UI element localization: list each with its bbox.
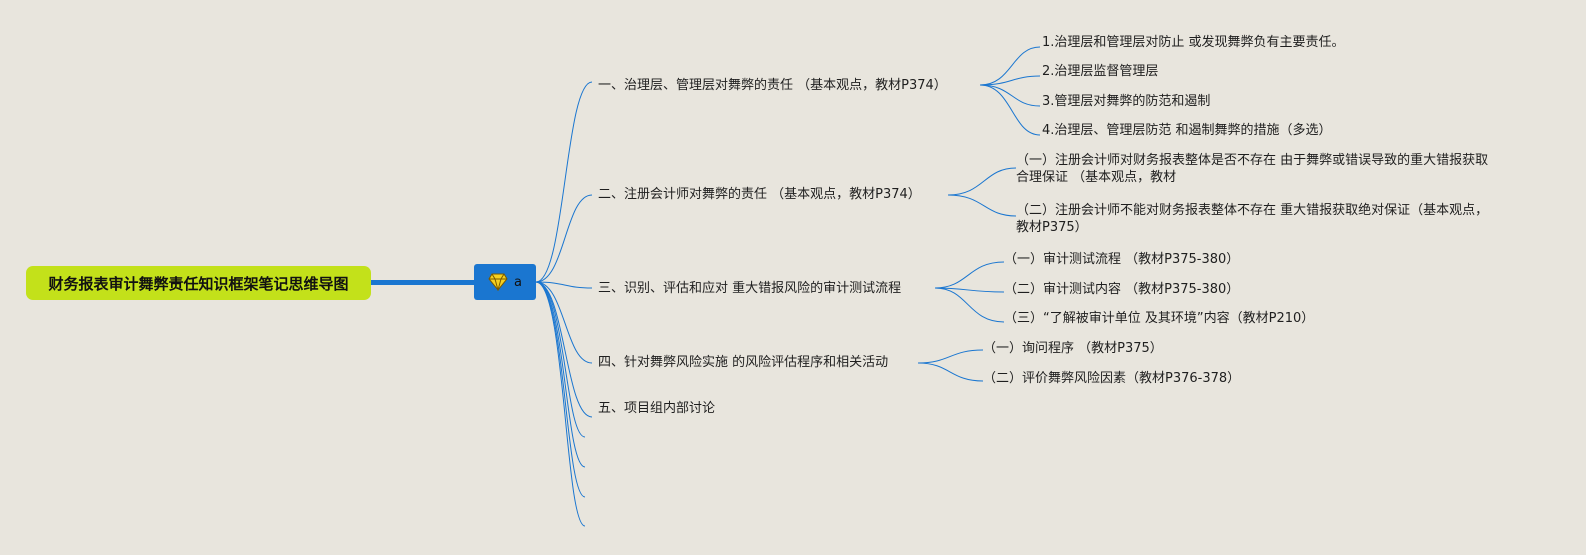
link-hub-empty-2 xyxy=(535,281,586,468)
link-b2-c2 xyxy=(947,194,1017,217)
branch-1-child-4[interactable]: 4.治理层、管理层防范 和遏制舞弊的措施（多选） xyxy=(1042,123,1332,138)
branch-1[interactable]: 一、治理层、管理层对舞弊的责任 （基本观点，教材P374） xyxy=(598,78,947,93)
link-b1-c4 xyxy=(979,84,1041,136)
link-b1-c2 xyxy=(979,75,1041,86)
branch-2-child-2[interactable]: （二）注册会计师不能对财务报表整体不存在 重大错报获取绝对保证（基本观点，教材P… xyxy=(1016,203,1489,235)
link-b3-c1 xyxy=(934,261,1005,289)
branch-2[interactable]: 二、注册会计师对舞弊的责任 （基本观点，教材P374） xyxy=(598,187,921,202)
branch-4[interactable]: 四、针对舞弊风险实施 的风险评估程序和相关活动 xyxy=(598,355,889,370)
hub-topic[interactable]: a xyxy=(474,264,536,300)
link-b3-c2 xyxy=(934,287,1005,293)
link-b4-c2 xyxy=(917,362,984,382)
branch-4-child-1[interactable]: （一）询问程序 （教材P375） xyxy=(983,341,1163,356)
link-b4-c1 xyxy=(917,349,984,364)
branch-1-child-2[interactable]: 2.治理层监督管理层 xyxy=(1042,64,1159,79)
branch-1-child-3[interactable]: 3.管理层对舞弊的防范和遏制 xyxy=(1042,94,1211,109)
link-b3-c3 xyxy=(934,287,1005,323)
link-b1-c1 xyxy=(979,46,1041,86)
link-hub-empty-1 xyxy=(535,281,586,438)
root-topic[interactable]: 财务报表审计舞弊责任知识框架笔记思维导图 xyxy=(26,266,371,300)
branch-3-child-2[interactable]: （二）审计测试内容 （教材P375-380） xyxy=(1004,282,1240,297)
link-b2-c1 xyxy=(947,167,1017,196)
root-hub-connector xyxy=(371,280,474,285)
branch-3-child-1[interactable]: （一）审计测试流程 （教材P375-380） xyxy=(1004,252,1240,267)
link-hub-branch-3 xyxy=(535,281,593,289)
link-hub-branch-1 xyxy=(535,81,593,283)
branch-1-child-1[interactable]: 1.治理层和管理层对防止 或发现舞弊负有主要责任。 xyxy=(1042,35,1345,50)
link-hub-branch-5 xyxy=(535,281,593,418)
branch-3[interactable]: 三、识别、评估和应对 重大错报风险的审计测试流程 xyxy=(598,281,902,296)
diamond-icon xyxy=(488,273,508,291)
link-b1-c3 xyxy=(979,84,1041,107)
branch-4-child-2[interactable]: （二）评价舞弊风险因素（教材P376-378） xyxy=(983,371,1241,386)
branch-2-child-1[interactable]: （一）注册会计师对财务报表整体是否不存在 由于舞弊或错误导致的重大错报获取合理保… xyxy=(1016,153,1489,185)
link-hub-empty-4 xyxy=(535,281,586,527)
link-hub-branch-4 xyxy=(535,281,593,364)
hub-label: a xyxy=(514,274,522,290)
link-hub-empty-3 xyxy=(535,281,586,498)
branch-5[interactable]: 五、项目组内部讨论 xyxy=(598,401,716,416)
branch-3-child-3[interactable]: （三）“了解被审计单位 及其环境”内容（教材P210） xyxy=(1004,311,1315,326)
link-hub-branch-2 xyxy=(535,194,593,283)
